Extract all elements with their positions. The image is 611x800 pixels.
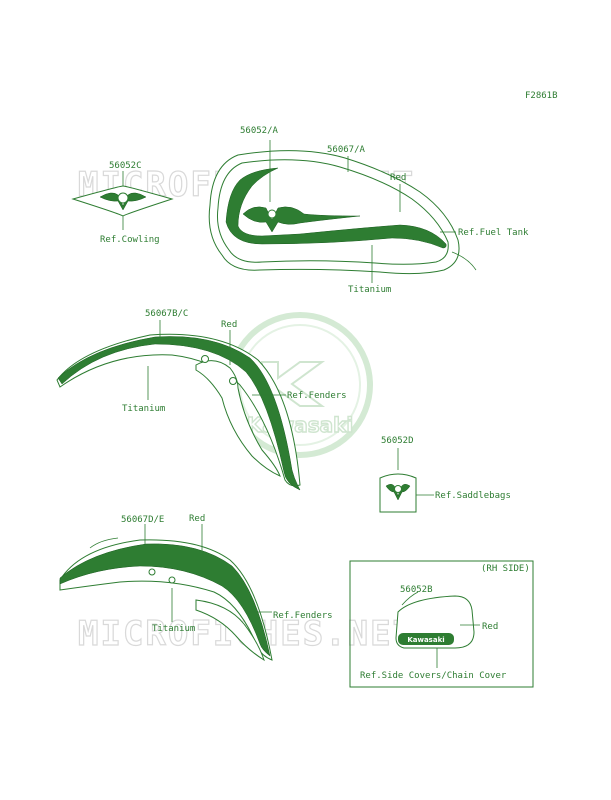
callout-56067a: 56067/A <box>327 145 366 155</box>
callout-titanium-tank: Titanium <box>348 285 391 295</box>
callout-ref-side-covers: Ref.Side Covers/Chain Cover <box>360 671 507 681</box>
callout-56052c: 56052C <box>109 161 142 171</box>
callout-red-front-fender: Red <box>221 320 237 330</box>
front-fender <box>56 320 301 491</box>
callout-red-tank: Red <box>390 173 406 183</box>
callout-ref-fenders-rear: Ref.Fenders <box>273 611 333 621</box>
figure-code: F2861B <box>525 91 558 101</box>
callout-56067de: 56067D/E <box>121 515 164 525</box>
callout-ref-saddlebags: Ref.Saddlebags <box>435 491 511 501</box>
rear-fender <box>59 524 273 662</box>
rh-side-cover-box: Kawasaki <box>349 560 534 688</box>
callout-56052b: 56052B <box>400 585 433 595</box>
rh-side-frame <box>349 560 534 688</box>
side-cover-badge <box>398 633 454 645</box>
callout-ref-fenders-front: Ref.Fenders <box>287 391 347 401</box>
callout-rh-side: (RH SIDE) <box>481 564 530 574</box>
fuel-tank <box>208 140 477 283</box>
callout-ref-fuel-tank: Ref.Fuel Tank <box>458 228 529 238</box>
callout-56067bc: 56067B/C <box>145 309 188 319</box>
callout-ref-cowling: Ref.Cowling <box>100 235 160 245</box>
callout-red-rear-fender: Red <box>189 514 205 524</box>
saddlebag-emblem <box>379 448 434 513</box>
side-cover-badge-text: Kawasaki <box>407 636 444 644</box>
callout-titanium-front-fender: Titanium <box>122 404 165 414</box>
callout-red-side-cover: Red <box>482 622 498 632</box>
callout-titanium-rear-fender: Titanium <box>152 624 195 634</box>
callout-56052a: 56052/A <box>240 126 279 136</box>
callout-56052d: 56052D <box>381 436 414 446</box>
cowling-emblem <box>71 171 174 230</box>
